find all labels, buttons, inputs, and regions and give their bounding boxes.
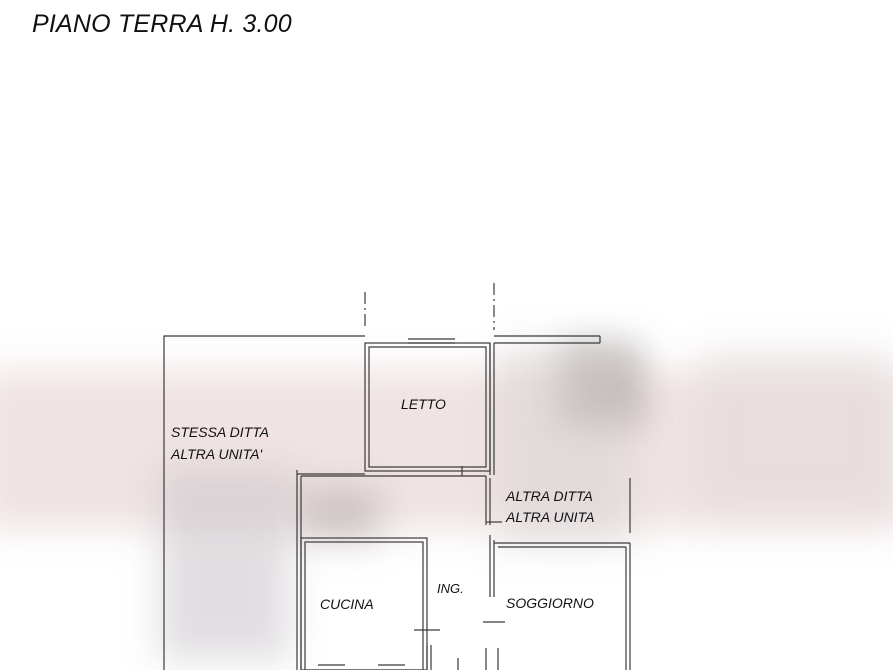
room-label-stessa-ditta: STESSA DITTA [171, 424, 270, 440]
room-label-soggiorno: SOGGIORNO [506, 595, 594, 611]
room-label-altra-ditta: ALTRA DITTA [506, 488, 593, 504]
room-label-altra-unita-left: ALTRA UNITA' [171, 446, 263, 462]
room-label-cucina: CUCINA [320, 596, 374, 612]
room-cucina-inner [304, 541, 424, 670]
room-label-letto: LETTO [401, 396, 446, 412]
outer-wall [163, 335, 365, 670]
plan-title: PIANO TERRA H. 3.00 [32, 10, 292, 38]
room-label-ingresso: ING. [437, 581, 464, 596]
room-label-altra-unita-right: ALTRA UNITA [506, 509, 595, 525]
room-cucina-wall [300, 537, 428, 670]
room-letto-inner [368, 346, 487, 468]
